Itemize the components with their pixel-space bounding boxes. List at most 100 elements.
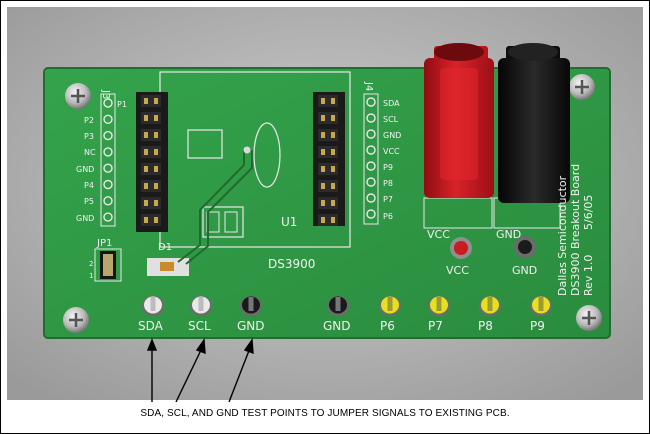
svg-text:Dallas Semiconductor: Dallas Semiconductor [556, 175, 569, 296]
header-pad [103, 196, 113, 206]
header-pin-tip [144, 98, 148, 104]
header-pin-tip [144, 183, 148, 189]
header-pad [366, 129, 376, 139]
j3-pin-label: NC [84, 148, 96, 157]
svg-text:Rev 1.0: Rev 1.0 [582, 255, 595, 296]
j3-pin-label: GND [76, 214, 94, 223]
header-pad [366, 161, 376, 171]
j4-pin-label: GND [383, 131, 401, 140]
test-point-p6 [379, 296, 401, 316]
header-pin-tip [154, 166, 158, 172]
test-point-p7 [428, 296, 450, 316]
mounting-screw-icon [576, 305, 602, 331]
led-label-gnd: GND [512, 264, 537, 277]
header-pin-tip [154, 132, 158, 138]
header-pin-tip [154, 200, 158, 206]
jp1-pin-label: 1 [89, 272, 93, 280]
test-point-scl [190, 296, 212, 316]
header-pin-tip [321, 115, 325, 121]
jp1-pin-label: 2 [89, 260, 93, 268]
header-pin-tip [144, 115, 148, 121]
j4-pin-label: VCC [383, 147, 400, 156]
mounting-screw-icon [569, 74, 595, 100]
header-pin-tip [154, 183, 158, 189]
testpoint-label-sda: SDA [138, 319, 164, 333]
jp1-label: JP1 [96, 238, 112, 249]
figure-caption: SDA, SCL, AND GND TEST POINTS TO JUMPER … [140, 408, 510, 419]
j4-pin-label: P7 [383, 195, 393, 204]
j4-pin-label: P6 [383, 212, 393, 221]
j3-pin-label: P5 [84, 197, 94, 206]
header-pin-tip [154, 149, 158, 155]
header-pin-tip [321, 183, 325, 189]
header-pad [103, 98, 113, 108]
jack-label-vcc: VCC [427, 228, 450, 241]
header-pin-tip [321, 98, 325, 104]
header-pad [366, 113, 376, 123]
mounting-screw-icon [65, 83, 91, 109]
d1-label: D1 [158, 242, 172, 253]
header-pin-tip [321, 200, 325, 206]
black-banana-jack [498, 43, 570, 203]
header-pin-tip [331, 115, 335, 121]
test-point-gnd [327, 296, 349, 316]
header-pad [103, 179, 113, 190]
test-point-p9 [530, 296, 552, 316]
testpoint-label-gnd: GND [237, 319, 265, 333]
j3-pin-label: P1 [117, 100, 127, 109]
testpoint-label-scl: SCL [188, 319, 211, 333]
svg-text:5/6/05: 5/6/05 [582, 195, 595, 230]
callout-arrows [146, 337, 254, 403]
j3-pin-label: P2 [84, 116, 94, 125]
mounting-screw-icon [63, 307, 89, 333]
header-pad [366, 177, 376, 187]
test-point-p8 [479, 296, 501, 316]
test-point-sda [142, 296, 164, 316]
j3-pin-label: P3 [84, 132, 94, 141]
j3-pads [100, 93, 116, 227]
header-pad [366, 193, 376, 203]
header-pad [366, 209, 376, 219]
j4-pin-label: P8 [383, 179, 393, 188]
header-pad [366, 97, 376, 107]
vendor-text-block: Dallas Semiconductor DS3900 Breakout Boa… [556, 164, 595, 296]
header-pin-tip [331, 200, 335, 206]
arrow-up-icon [195, 337, 206, 355]
u1-label: U1 [281, 215, 297, 229]
header-pin-tip [154, 115, 158, 121]
testpoint-label-p7: P7 [428, 319, 443, 333]
header-pin-tip [331, 166, 335, 172]
svg-text:DS3900 Breakout Board: DS3900 Breakout Board [569, 164, 582, 296]
header-pin-tip [154, 98, 158, 104]
header-pin-tip [321, 149, 325, 155]
header-pad [103, 147, 113, 157]
vcc-led [450, 237, 472, 259]
header-pin-tip [321, 166, 325, 172]
header-pad [103, 114, 113, 125]
header-pin-tip [331, 132, 335, 138]
header-pin-tip [144, 217, 148, 223]
led-label-vcc: VCC [446, 264, 469, 277]
chip-label: DS3900 [268, 257, 315, 271]
header-pin-tip [144, 166, 148, 172]
header-pin-tip [144, 132, 148, 138]
header-pad [103, 130, 113, 141]
j4-pin-label: SDA [383, 99, 400, 108]
testpoint-label-gnd2: GND [323, 319, 351, 333]
gnd-led [514, 236, 536, 258]
jack-label-gnd: GND [496, 228, 521, 241]
test-point-gnd [240, 296, 262, 316]
testpoint-label-p9: P9 [530, 319, 545, 333]
j3-label: J3 [100, 89, 111, 99]
header-pin-tip [321, 217, 325, 223]
header-pin-tip [154, 217, 158, 223]
j4-pin-label: P9 [383, 163, 393, 172]
header-pin-tip [331, 149, 335, 155]
header-pin-tip [144, 200, 148, 206]
j3-pin-label: P4 [84, 181, 94, 190]
header-pin-tip [331, 217, 335, 223]
header-pin-tip [331, 98, 335, 104]
j4-pin-label: SCL [383, 115, 399, 124]
header-pad [366, 145, 376, 155]
